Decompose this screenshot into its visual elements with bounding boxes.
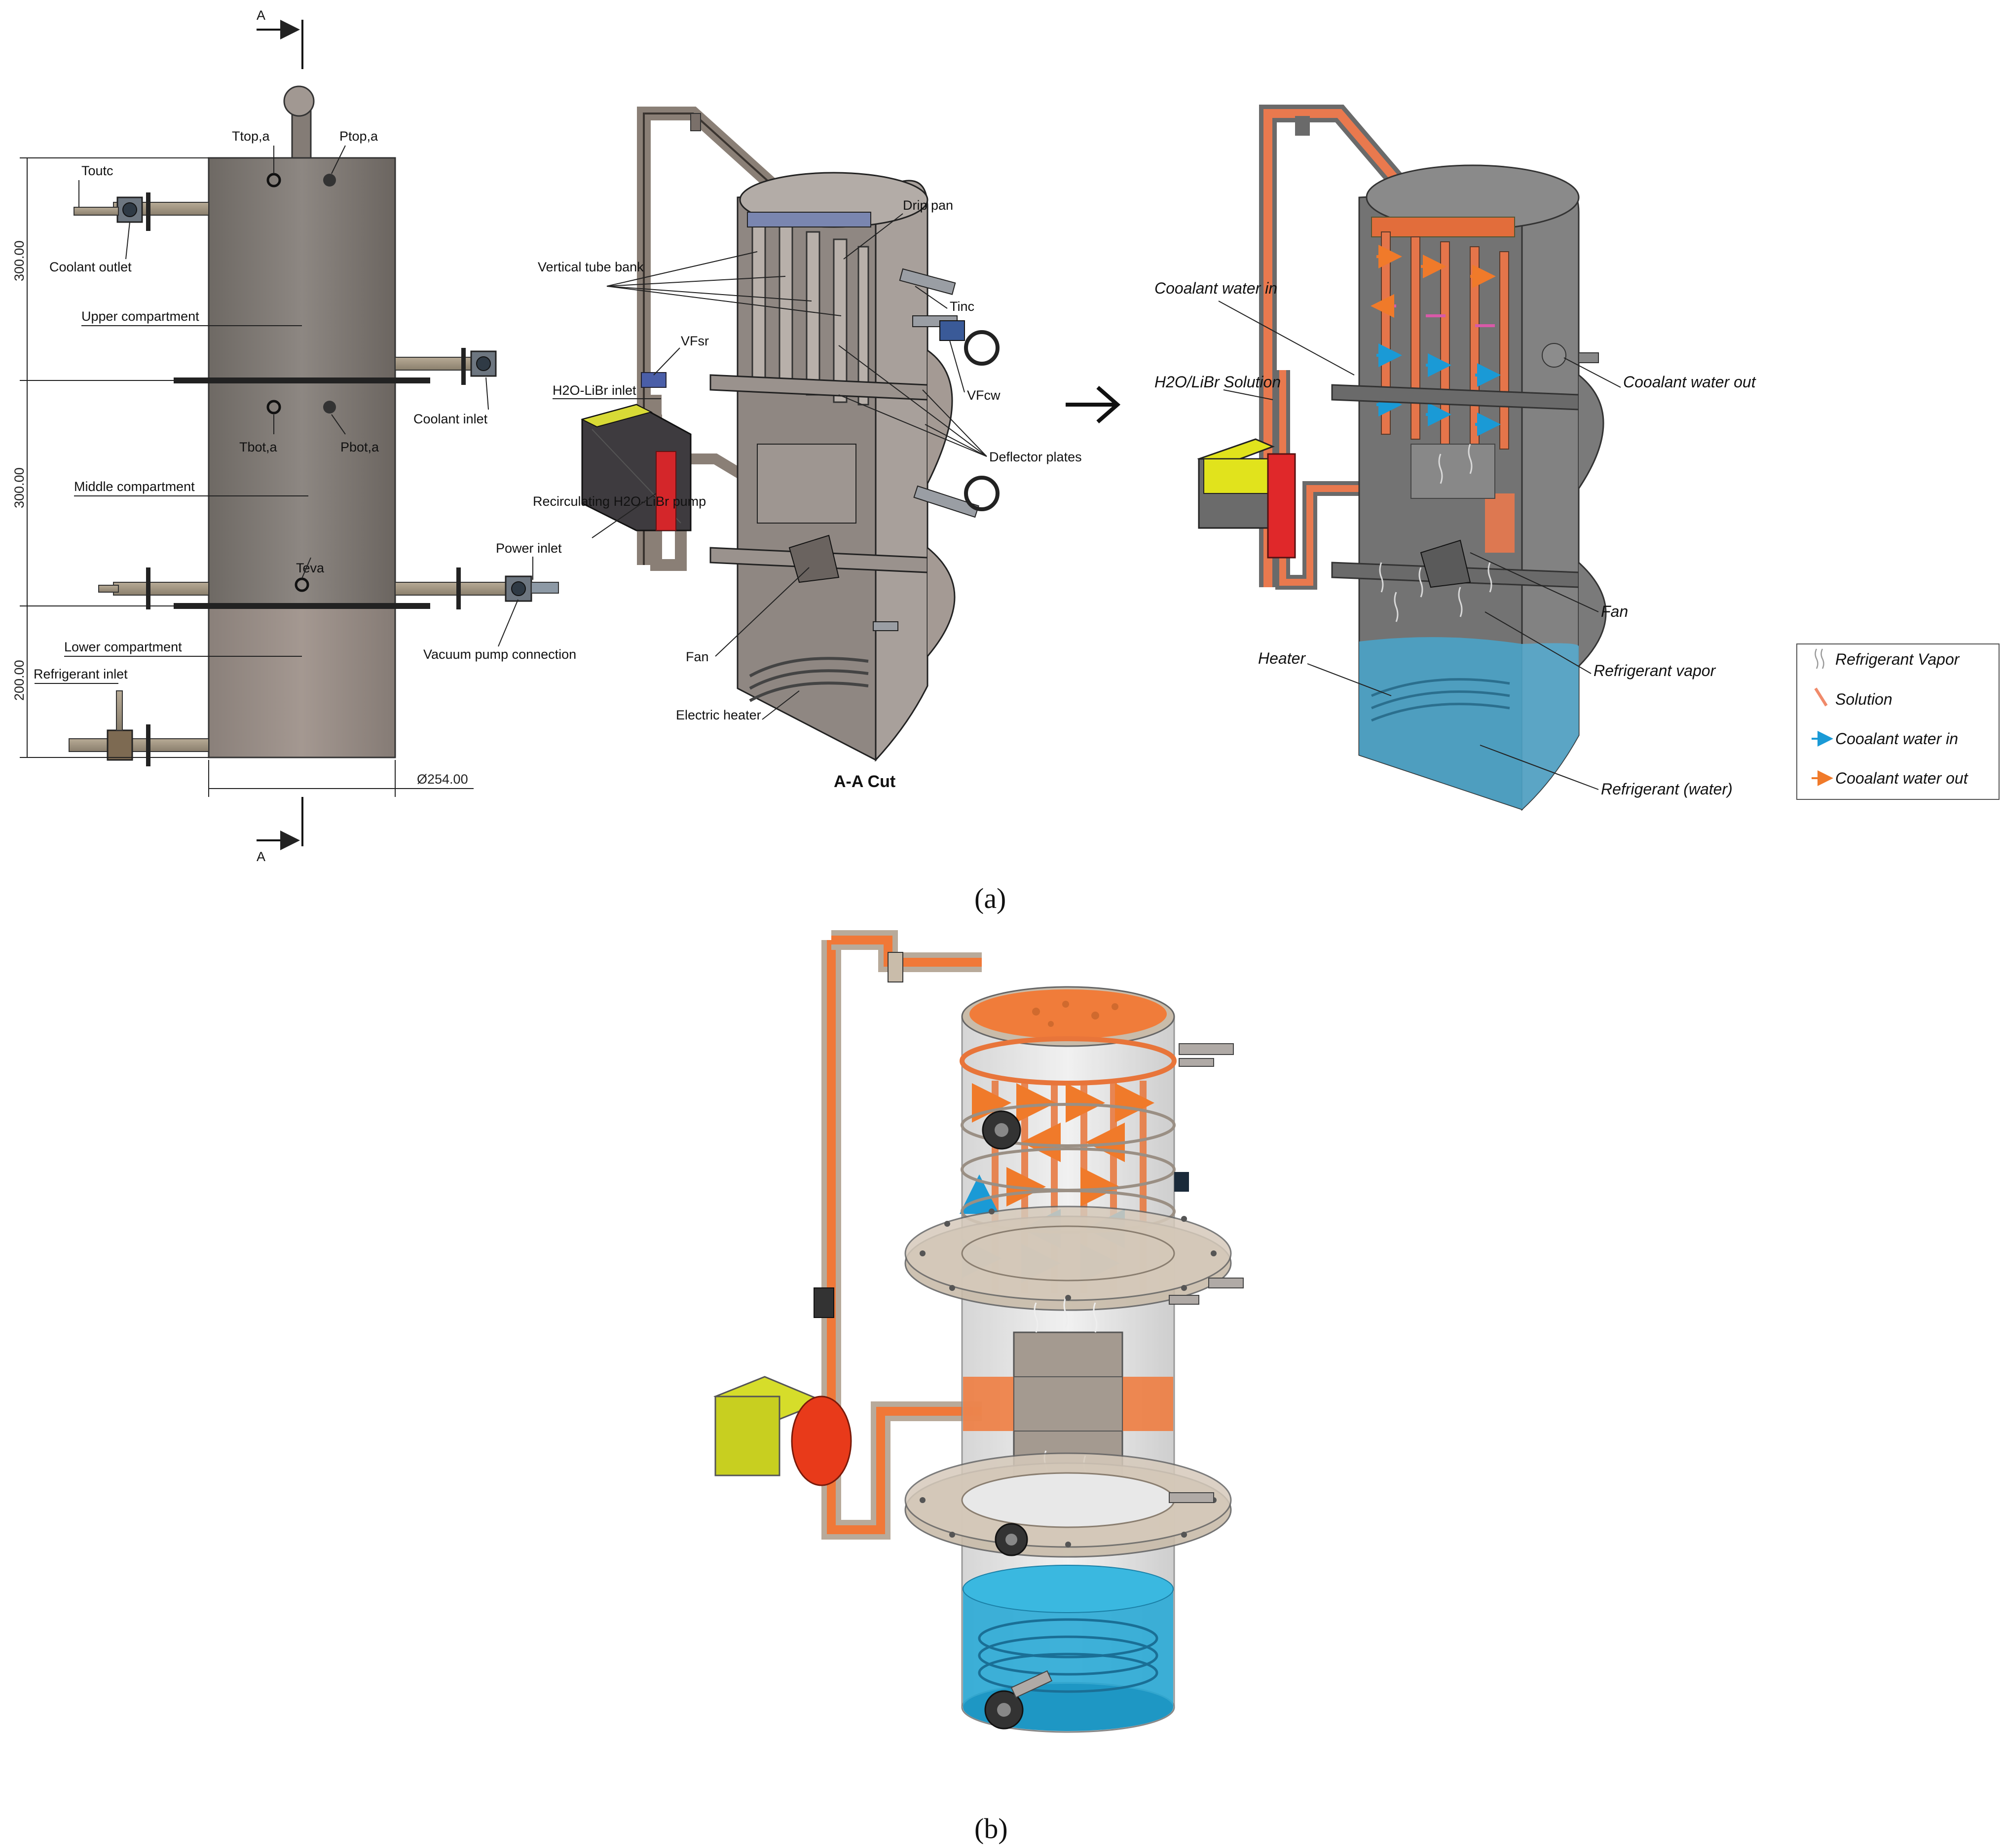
vapor-wave-icon xyxy=(1815,648,1824,669)
render-ports xyxy=(982,1043,1244,1730)
coolant-water-in-label-a: Cooalant water in xyxy=(1154,279,1277,297)
t-top-label: Ttop,a xyxy=(232,129,270,144)
left-middle-pipe xyxy=(98,567,209,609)
t-bot-label: Tbot,a xyxy=(239,440,278,454)
power-inlet-pipe xyxy=(395,567,559,609)
t-top-sensor xyxy=(266,173,281,188)
cutaway-view: Drip pan Vertical tube bank Tinc VFsr VF… xyxy=(533,107,1082,791)
electric-heater-label: Electric heater xyxy=(676,708,761,722)
middle-compartment-label: Middle compartment xyxy=(74,479,195,494)
refrigerant-vapor-waves xyxy=(1379,444,1492,622)
coolant-inlet-label: Coolant inlet xyxy=(413,412,488,426)
dimension-lines: 300.00 300.00 200.00 Ø254.00 xyxy=(12,157,474,797)
section-marker-bottom: A xyxy=(257,797,303,864)
refrigerant-inlet-label: Refrigerant inlet xyxy=(34,667,128,681)
cutaway-fan xyxy=(788,534,840,583)
refrigerant-inlet-pipe xyxy=(69,690,209,766)
vf-cw-label: VFcw xyxy=(967,388,1001,403)
t-bot-sensor xyxy=(266,400,281,415)
drip-pan-label: Drip pan xyxy=(903,198,953,213)
render-3d xyxy=(713,930,1244,1733)
t-eva-sensor xyxy=(295,577,309,592)
render-lower-flange xyxy=(904,1452,1232,1558)
schematic-pump xyxy=(1197,438,1296,559)
vessel-lower xyxy=(208,606,396,758)
coolant-flow-arrows xyxy=(1371,245,1501,436)
t-inc-label: Tinc xyxy=(950,299,974,314)
render-pump-motor xyxy=(713,1376,852,1486)
p-top-sensor xyxy=(323,174,336,187)
refrigerant-vapor-label: Refrigerant vapor xyxy=(1594,662,1716,679)
solution-line-icon xyxy=(1814,687,1828,707)
p-top-label: Ptop,a xyxy=(339,129,378,144)
heater-label: Heater xyxy=(1258,649,1306,667)
engineering-drawing: A A xyxy=(12,8,576,864)
coolant-inlet-pipe xyxy=(395,348,497,385)
section-marker-top-label: A xyxy=(257,8,265,23)
coolant-water-out-label: Cooalant water out xyxy=(1623,373,1756,391)
refrigerant-water-label: Refrigerant (water) xyxy=(1601,780,1733,798)
solution-label: H2O/LiBr Solution xyxy=(1154,373,1281,391)
section-marker-top: A xyxy=(257,8,303,69)
schematic-fan-label: Fan xyxy=(1601,603,1628,620)
flow-schematic: Cooalant water in H2O/LiBr Solution Cooa… xyxy=(1154,105,1756,811)
t-outc-label: Toutc xyxy=(81,163,113,178)
vertical-tube-bank-label: Vertical tube bank xyxy=(538,260,644,274)
recirculating-pump-label: Recirculating H2O-LiBr pump xyxy=(533,494,706,509)
schematic-vessel xyxy=(1331,164,1607,811)
coolant-outlet-label: Coolant outlet xyxy=(49,260,132,274)
lower-compartment-label: Lower compartment xyxy=(64,640,182,654)
deflector-plates-label: Deflector plates xyxy=(989,450,1082,464)
coolant-outlet-pipe xyxy=(74,192,209,231)
render-upper-flange xyxy=(904,1206,1232,1311)
p-bot-label: Pbot,a xyxy=(340,440,379,454)
cutaway-title: A-A Cut xyxy=(834,772,895,791)
fan-label: Fan xyxy=(686,649,709,664)
transition-arrow-icon xyxy=(1066,385,1121,424)
section-marker-bottom-label: A xyxy=(257,849,265,864)
legend-item-vapor: Refrigerant Vapor xyxy=(1835,650,1960,668)
power-inlet-label: Power inlet xyxy=(496,541,562,556)
panel-label-a: (a) xyxy=(974,882,1006,914)
dimension-upper: 300.00 xyxy=(12,240,27,281)
vf-sr-label: VFsr xyxy=(681,334,709,348)
cutaway-vessel xyxy=(709,172,956,762)
vacuum-pump-connection-label: Vacuum pump connection xyxy=(423,647,576,662)
t-eva-label: Teva xyxy=(296,561,325,575)
legend-item-coolant-in: Cooalant water in xyxy=(1835,730,1958,748)
panel-label-b: (b) xyxy=(974,1812,1008,1845)
p-bot-sensor xyxy=(323,401,336,414)
upper-compartment-label: Upper compartment xyxy=(81,309,199,324)
dimension-lower: 200.00 xyxy=(12,660,27,701)
dimension-middle: 300.00 xyxy=(12,467,27,508)
schematic-fan xyxy=(1420,539,1471,588)
legend: Refrigerant Vapor Solution Cooalant wate… xyxy=(1796,643,2000,800)
legend-item-coolant-out: Cooalant water out xyxy=(1835,769,1968,787)
cutaway-pump-motor xyxy=(581,404,692,531)
dimension-diameter: Ø254.00 xyxy=(417,772,468,787)
legend-item-solution: Solution xyxy=(1835,690,1892,708)
h2o-libr-inlet-label: H2O-LiBr inlet xyxy=(553,383,636,398)
cutaway-side-pipes xyxy=(873,268,1000,631)
